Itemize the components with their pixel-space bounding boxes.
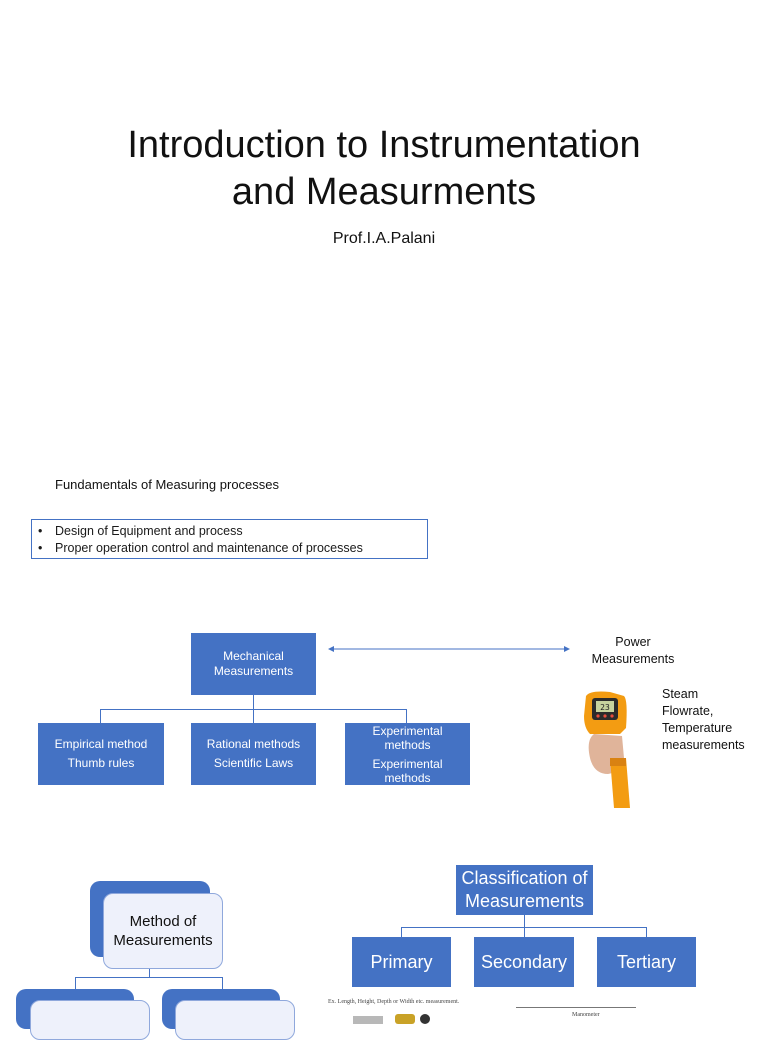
empirical-method-box: Empirical method Thumb rules: [38, 723, 164, 785]
box-label: Primary: [370, 951, 433, 972]
box-label: Method of: [129, 913, 197, 930]
measuring-tools-image: [353, 1014, 430, 1024]
bullet-item: Design of Equipment and process: [38, 523, 421, 540]
box-label: Tertiary: [616, 951, 676, 972]
box-label: Measurements: [113, 932, 213, 949]
section-heading: Fundamentals of Measuring processes: [55, 477, 280, 492]
connector-line: [253, 695, 254, 709]
box-label: Mechanical: [223, 649, 284, 663]
bullet-item: Proper operation control and maintenance…: [38, 540, 421, 557]
caption-right: Manometer: [572, 1012, 600, 1018]
title-line-2: and Measurments: [231, 171, 537, 213]
connector-line: [149, 969, 150, 978]
label-line: measurements: [662, 738, 745, 752]
primary-box: Primary: [352, 937, 451, 987]
mechanical-measurements-box: Mechanical Measurements: [191, 633, 316, 695]
box-label: Experimental: [372, 723, 443, 738]
classification-box: Classification of Measurements: [456, 865, 593, 915]
experimental-methods-box: Experimental methods Experimental method…: [345, 723, 470, 785]
connector-line: [401, 927, 402, 937]
title-line-1: Introduction to Instrumentation: [127, 124, 641, 166]
child-box: [30, 1000, 150, 1040]
connector-line: [406, 709, 407, 723]
connector-line: [75, 977, 76, 989]
box-label: methods: [384, 737, 431, 752]
connector-line: [524, 927, 525, 937]
author: Prof.I.A.Palani: [332, 230, 436, 247]
secondary-box: Secondary: [474, 937, 574, 987]
bullet-list: Design of Equipment and process Proper o…: [31, 519, 428, 559]
tertiary-box: Tertiary: [597, 937, 696, 987]
steam-label: Steam Flowrate, Temperature measurements: [662, 686, 762, 754]
divider: [516, 1007, 636, 1008]
label-line: Temperature: [662, 721, 733, 735]
box-label: Experimental: [372, 756, 443, 771]
box-label: Empirical method: [54, 737, 148, 751]
box-label: Scientific Laws: [213, 756, 294, 770]
box-label: Secondary: [480, 951, 568, 972]
box-label: Measurements: [464, 891, 585, 911]
gun-display-text: 23: [600, 703, 610, 712]
label-line: Flowrate,: [662, 704, 714, 718]
caption-left: Ex. Length, Height, Depth or Width etc. …: [328, 999, 460, 1005]
label-line: Steam: [662, 687, 699, 701]
box-label: Rational methods: [206, 737, 301, 751]
box-label: Thumb rules: [67, 756, 135, 770]
connector-line: [646, 927, 647, 937]
method-of-measurements-box: Method of Measurements: [103, 893, 223, 969]
connector-line: [222, 977, 223, 989]
box-label: Classification of: [461, 868, 588, 888]
label-line: Measurements: [591, 652, 675, 666]
label-line: Power: [615, 635, 651, 649]
connector-line: [524, 915, 525, 927]
connector-line: [253, 709, 254, 723]
infrared-thermometer-icon: 23: [584, 691, 630, 808]
rational-methods-box: Rational methods Scientific Laws: [191, 723, 316, 785]
connector-line: [100, 709, 101, 723]
double-arrow-icon: [328, 646, 570, 652]
child-box: [175, 1000, 295, 1040]
slide-title: Introduction to Instrumentation and Meas…: [0, 122, 768, 216]
power-measurements-label: Power Measurements: [585, 634, 681, 668]
box-label: methods: [384, 770, 431, 785]
connector-line: [75, 977, 223, 978]
box-label: Measurements: [213, 664, 294, 678]
